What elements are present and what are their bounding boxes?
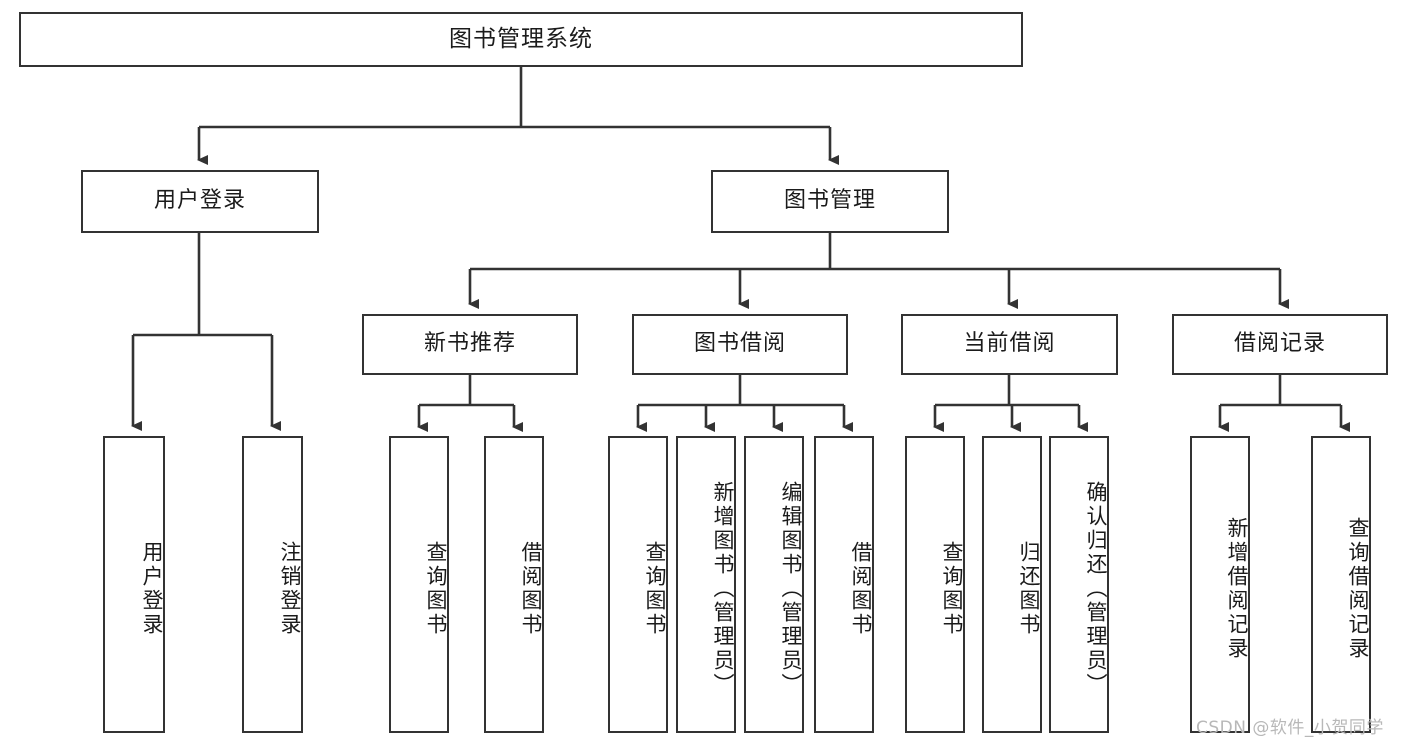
node-user-login-label: 用户登录 (153, 188, 246, 214)
leaf-edit-book[interactable]: 编辑图书（管理员） (744, 436, 804, 733)
leaf-query-book-2[interactable]: 查询图书 (608, 436, 668, 733)
node-borrow-record[interactable]: 借阅记录 (1172, 314, 1388, 375)
leaf-add-book-label: 新增图书（管理员） (711, 480, 735, 697)
leaf-query-book-1-label: 查询图书 (424, 540, 448, 637)
leaf-user-login-label: 用户登录 (140, 540, 164, 637)
node-book-management[interactable]: 图书管理 (711, 170, 949, 233)
node-book-borrow-label: 图书借阅 (693, 331, 786, 357)
leaf-query-book-1[interactable]: 查询图书 (389, 436, 449, 733)
leaf-edit-book-label: 编辑图书（管理员） (779, 480, 803, 697)
node-root[interactable]: 图书管理系统 (19, 12, 1023, 67)
node-root-label: 图书管理系统 (449, 25, 593, 52)
leaf-query-book-3[interactable]: 查询图书 (905, 436, 965, 733)
node-current-borrow-label: 当前借阅 (963, 331, 1056, 357)
leaf-borrow-book-1[interactable]: 借阅图书 (484, 436, 544, 733)
leaf-borrow-book-2[interactable]: 借阅图书 (814, 436, 874, 733)
node-book-management-label: 图书管理 (783, 188, 876, 214)
leaf-query-book-3-label: 查询图书 (940, 540, 964, 637)
leaf-query-book-2-label: 查询图书 (643, 540, 667, 637)
leaf-user-login[interactable]: 用户登录 (103, 436, 165, 733)
leaf-return-book-label: 归还图书 (1017, 540, 1041, 637)
csdn-watermark: CSDN @软件_小贺同学 (1196, 718, 1384, 738)
leaf-borrow-book-1-label: 借阅图书 (519, 540, 543, 637)
leaf-query-borrow-record-label: 查询借阅记录 (1346, 516, 1370, 661)
node-user-login[interactable]: 用户登录 (81, 170, 319, 233)
leaf-query-borrow-record[interactable]: 查询借阅记录 (1311, 436, 1371, 733)
leaf-return-book[interactable]: 归还图书 (982, 436, 1042, 733)
leaf-add-borrow-record[interactable]: 新增借阅记录 (1190, 436, 1250, 733)
leaf-borrow-book-2-label: 借阅图书 (849, 540, 873, 637)
node-borrow-record-label: 借阅记录 (1233, 331, 1326, 357)
node-current-borrow[interactable]: 当前借阅 (901, 314, 1118, 375)
node-new-book-recommend[interactable]: 新书推荐 (362, 314, 578, 375)
leaf-logout[interactable]: 注销登录 (242, 436, 303, 733)
leaf-add-book[interactable]: 新增图书（管理员） (676, 436, 736, 733)
leaf-logout-label: 注销登录 (278, 540, 302, 637)
node-new-book-recommend-label: 新书推荐 (423, 331, 516, 357)
node-book-borrow[interactable]: 图书借阅 (632, 314, 848, 375)
leaf-add-borrow-record-label: 新增借阅记录 (1225, 516, 1249, 661)
leaf-confirm-return-label: 确认归还（管理员） (1084, 480, 1108, 697)
leaf-confirm-return[interactable]: 确认归还（管理员） (1049, 436, 1109, 733)
